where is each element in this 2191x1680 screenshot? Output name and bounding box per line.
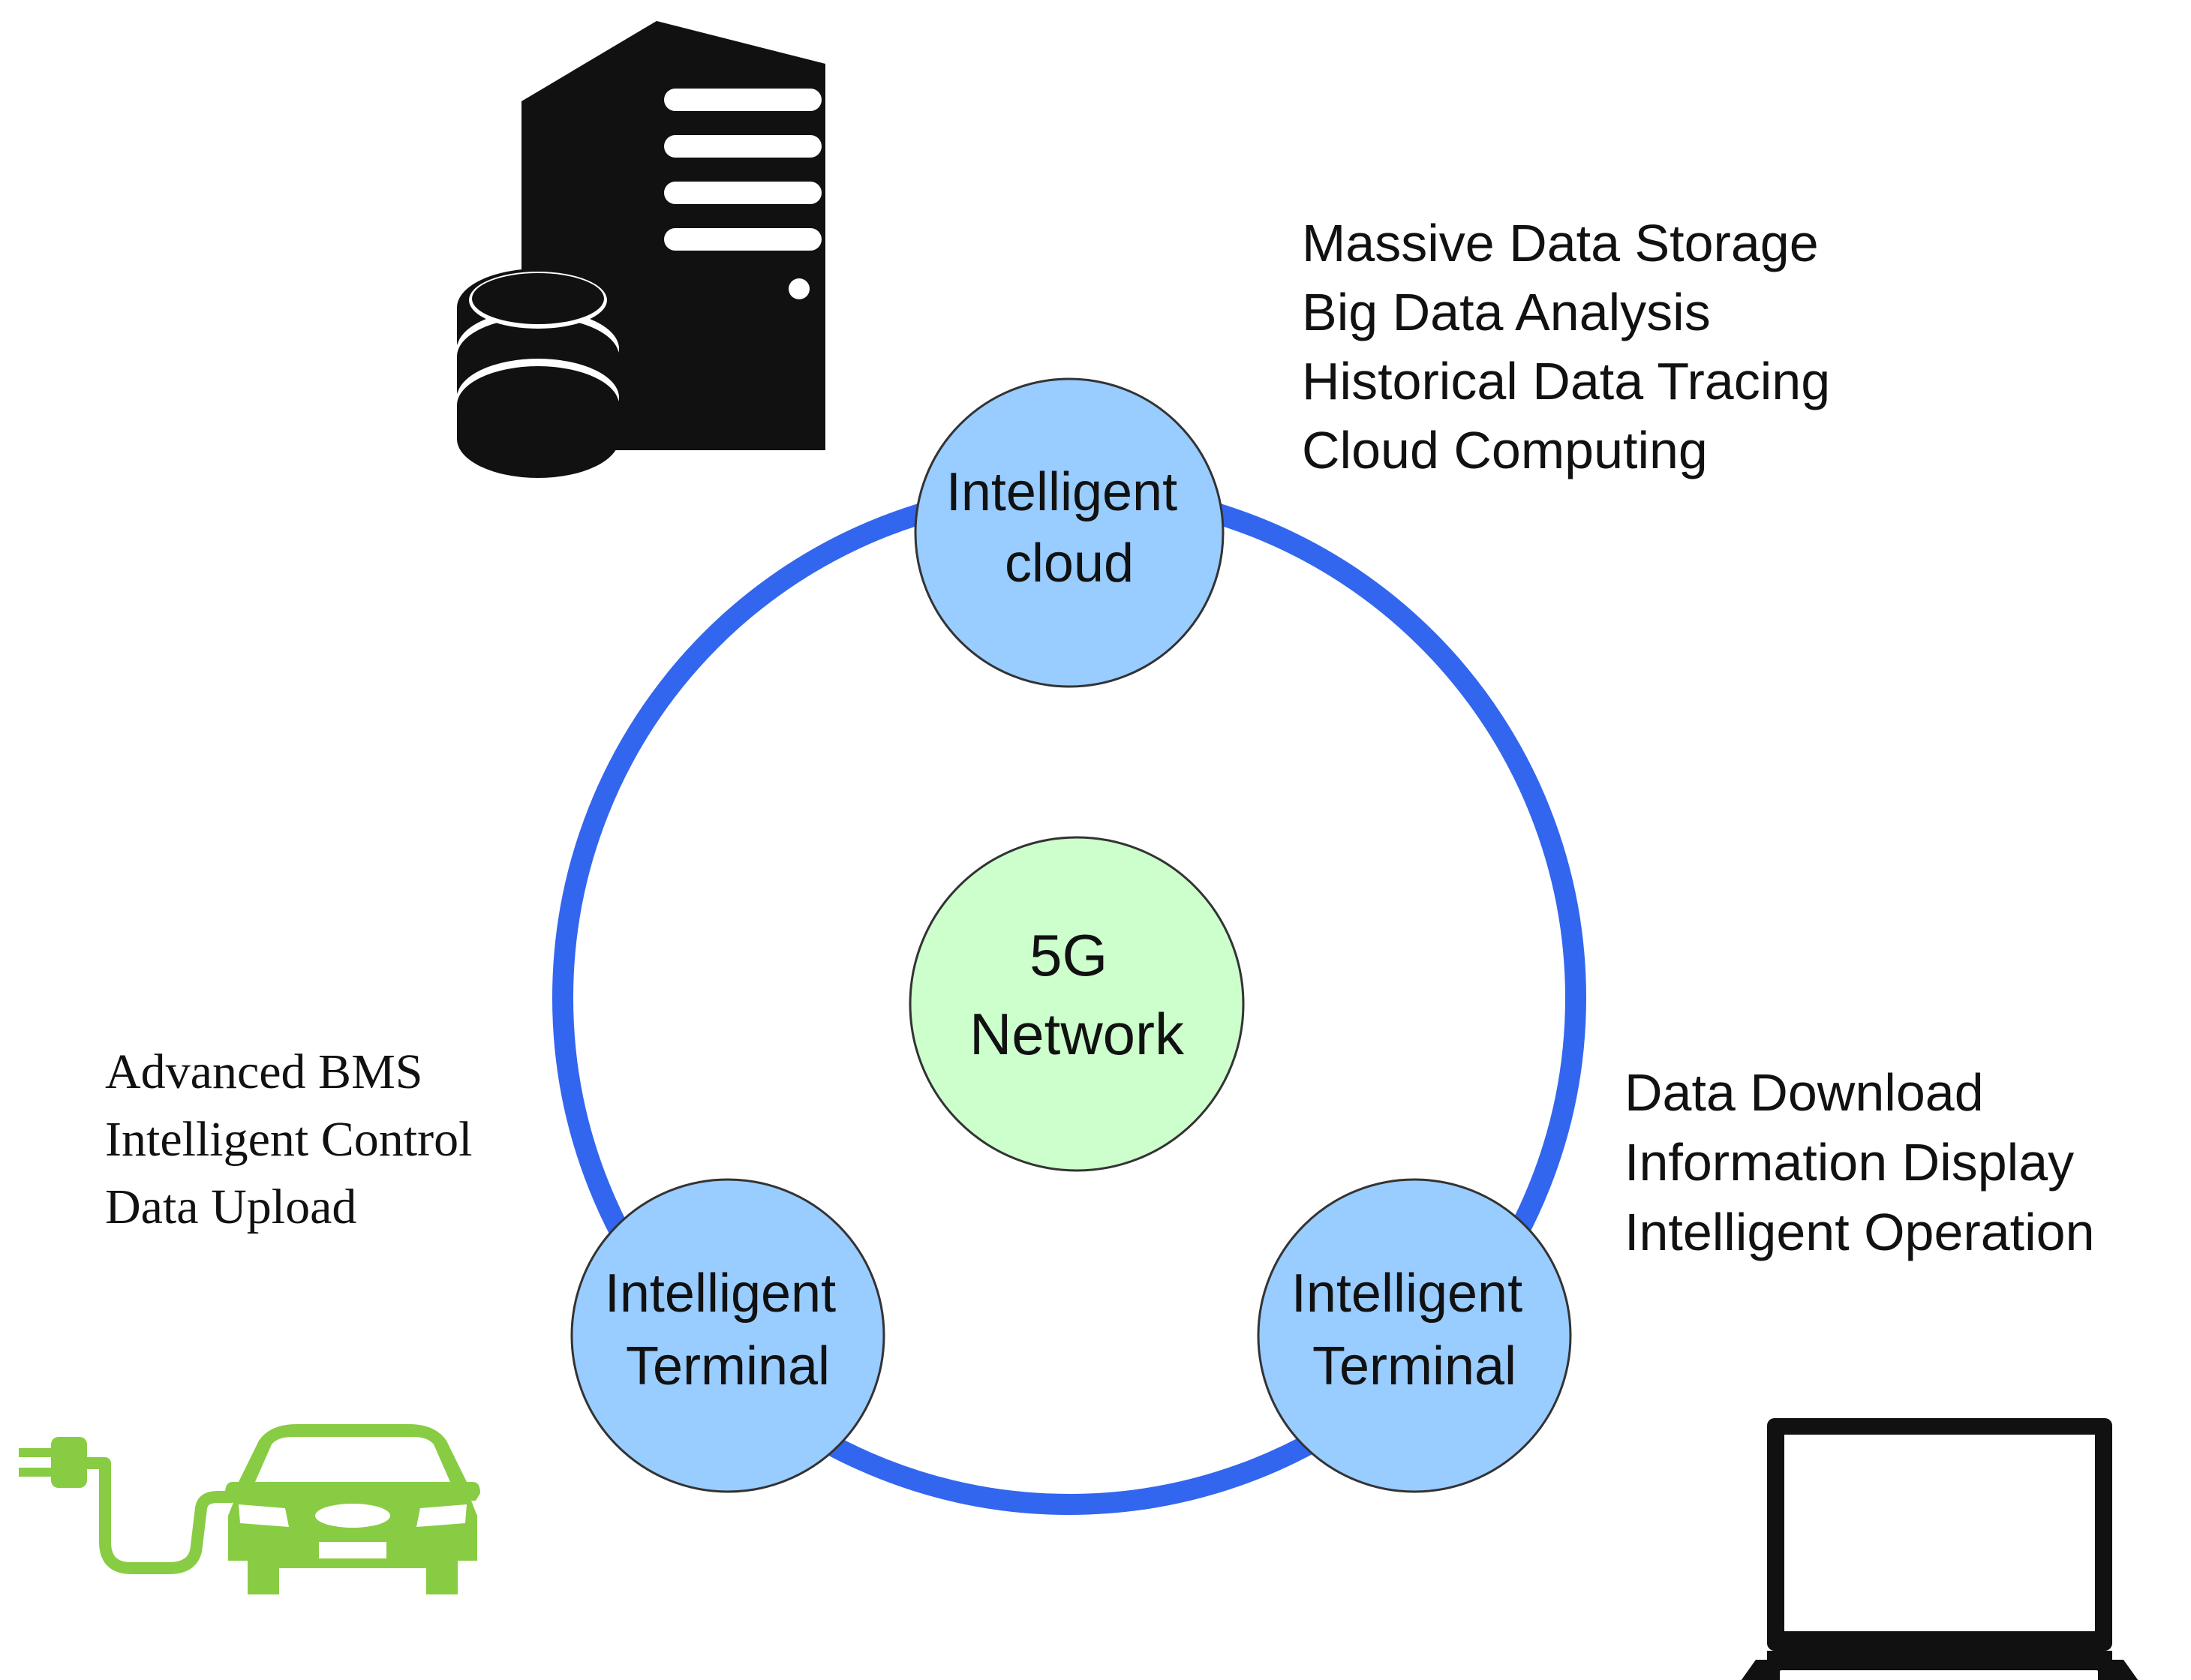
car-windshield xyxy=(255,1437,450,1482)
car-headlight-right xyxy=(416,1504,467,1527)
car-headlight-left xyxy=(239,1504,289,1527)
charging-cable xyxy=(81,1457,237,1574)
cloud-features: Massive Data Storage Big Data Analysis H… xyxy=(1302,214,1845,479)
car-grille xyxy=(315,1504,390,1528)
svg-text:5G Network: 5G Network xyxy=(969,922,1185,1067)
cloud-feature: Massive Data Storage xyxy=(1302,214,1819,272)
node-intelligent-terminal-left: Intelligent Terminal xyxy=(570,1178,885,1493)
node-5g-network: 5G Network xyxy=(909,836,1245,1172)
laptop-keyboard xyxy=(1780,1670,2098,1680)
cloud-feature: Cloud Computing xyxy=(1302,421,1708,479)
car-license-plate xyxy=(319,1542,386,1558)
vehicle-feature: Advanced BMS xyxy=(105,1044,422,1099)
node-terminal-right-line-1: Intelligent xyxy=(1291,1264,1522,1324)
laptop-screen xyxy=(1784,1435,2095,1631)
node-terminal-left-line-1: Intelligent xyxy=(605,1264,836,1324)
laptop-hinge xyxy=(1767,1651,2112,1660)
vehicle-feature: Data Upload xyxy=(105,1180,356,1234)
svg-text:Intelligent cloud: Intelligent cloud xyxy=(946,462,1192,594)
vehicle-features: Advanced BMS Intelligent Control Data Up… xyxy=(105,1044,485,1234)
electric-car-charging-icon xyxy=(19,1424,480,1594)
node-center-line-2: Network xyxy=(969,1001,1185,1067)
server-database-icon xyxy=(457,21,825,478)
vehicle-feature: Intelligent Control xyxy=(105,1112,472,1167)
database-cylinder xyxy=(457,269,619,478)
svg-text:Intelligent Terminal: Intelligent Terminal xyxy=(605,1264,851,1396)
node-cloud-line-2: cloud xyxy=(1005,533,1134,594)
plug-body xyxy=(51,1437,87,1488)
node-cloud-line-1: Intelligent xyxy=(946,462,1177,522)
node-terminal-left-line-2: Terminal xyxy=(626,1336,830,1396)
laptop-feature: Intelligent Operation xyxy=(1624,1203,2095,1261)
plug-prong-top xyxy=(19,1448,53,1457)
svg-text:Intelligent Terminal: Intelligent Terminal xyxy=(1291,1264,1537,1396)
laptop-feature: Information Display xyxy=(1624,1133,2074,1192)
laptop-feature: Data Download xyxy=(1624,1063,1984,1122)
node-terminal-right-line-2: Terminal xyxy=(1312,1336,1516,1396)
server-slots xyxy=(664,89,822,299)
node-intelligent-terminal-right: Intelligent Terminal xyxy=(1257,1178,1572,1493)
cloud-feature: Big Data Analysis xyxy=(1302,283,1711,341)
laptop-features: Data Download Information Display Intell… xyxy=(1624,1063,2095,1261)
plug-prong-bottom xyxy=(19,1468,53,1477)
node-intelligent-cloud: Intelligent cloud xyxy=(914,377,1225,688)
cloud-feature: Historical Data Tracing xyxy=(1302,352,1830,410)
node-center-line-1: 5G xyxy=(1029,922,1108,988)
laptop-icon xyxy=(1741,1418,2138,1680)
